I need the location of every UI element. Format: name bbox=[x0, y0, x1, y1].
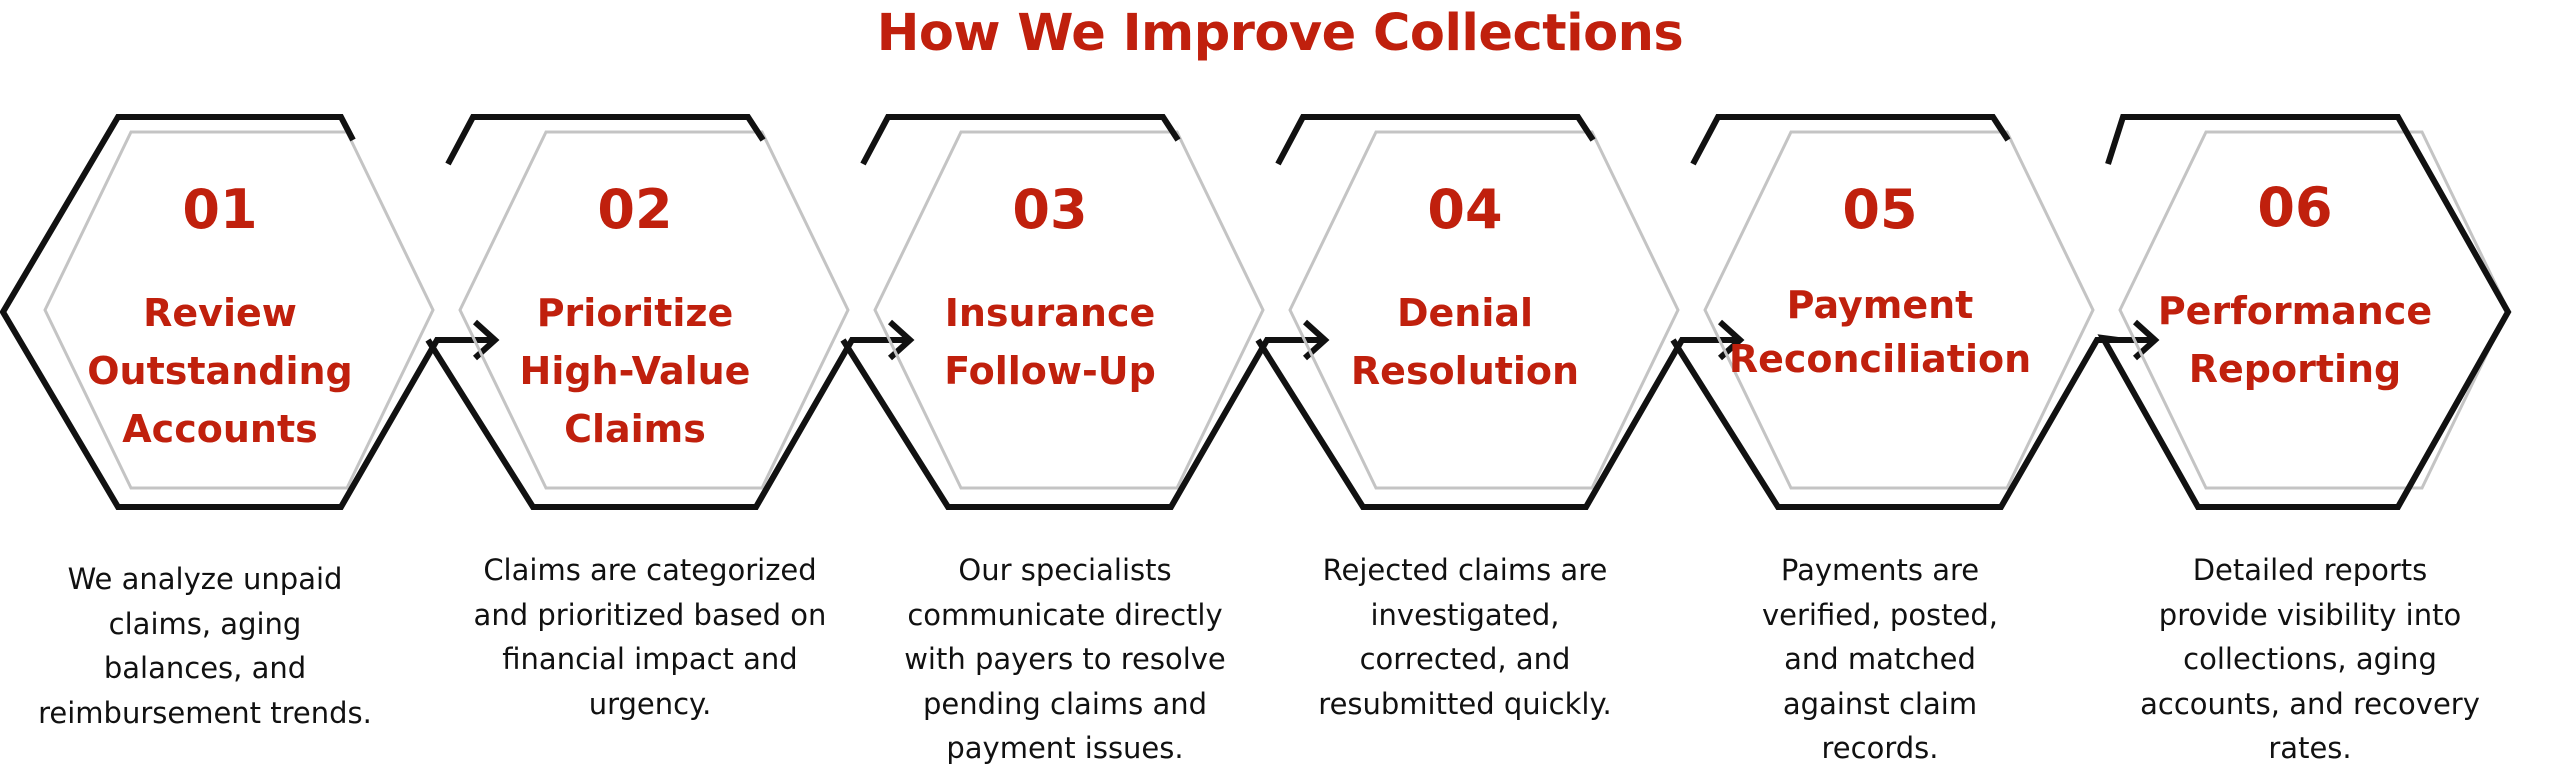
step-6-inner-outline bbox=[2118, 130, 2510, 490]
step-1-number: 01 bbox=[182, 178, 258, 241]
step-5-number: 05 bbox=[1842, 178, 1918, 241]
step-2-description: Claims are categorized and prioritized b… bbox=[473, 553, 827, 721]
step-6-text: 06 Performance Reporting bbox=[2105, 178, 2485, 398]
step-1-description: We analyze unpaid claims, aging balances… bbox=[38, 562, 372, 730]
step-3-description: Our specialists communicate directly wit… bbox=[904, 553, 1226, 765]
step-4-number: 04 bbox=[1427, 178, 1503, 241]
step-3-inner-outline bbox=[873, 130, 1265, 490]
step-3-text: 03 Insurance Follow-Up bbox=[860, 180, 1240, 400]
step-5-label: Payment Reconciliation bbox=[1728, 283, 2032, 381]
step-2-inner-outline bbox=[458, 130, 850, 490]
step-4-text: 04 Denial Resolution bbox=[1275, 180, 1655, 400]
step-4-inner-outline bbox=[1288, 130, 1680, 490]
step-5-inner-outline bbox=[1703, 130, 2095, 490]
step-1-label: Review Outstanding Accounts bbox=[87, 291, 353, 451]
step-5-text: 05 Payment Reconciliation bbox=[1690, 180, 2070, 386]
step-6-label: Performance Reporting bbox=[2157, 289, 2433, 391]
step-5-description: Payments are verified, posted, and match… bbox=[1761, 553, 1999, 765]
step-6-description: Detailed reports provide visibility into… bbox=[2140, 553, 2480, 765]
step-4-description: Rejected claims are investigated, correc… bbox=[1318, 553, 1612, 721]
step-2-text: 02 Prioritize High-Value Claims bbox=[445, 180, 825, 458]
step-4-hexagon bbox=[1255, 114, 1745, 510]
step-1-outline bbox=[0, 114, 493, 510]
step-3-number: 03 bbox=[1012, 178, 1088, 241]
step-2-label: Prioritize High-Value Claims bbox=[519, 291, 751, 451]
step-2-number: 02 bbox=[597, 178, 673, 241]
step-2-outline bbox=[425, 114, 908, 510]
step-4-label: Denial Resolution bbox=[1350, 291, 1580, 393]
step-1-text: 01 Review Outstanding Accounts bbox=[30, 180, 410, 458]
step-6-hexagon bbox=[2097, 114, 2512, 510]
step-3-outline bbox=[840, 114, 1323, 510]
page-title: How We Improve Collections bbox=[876, 4, 1684, 63]
step-4-outline bbox=[1255, 114, 1738, 510]
step-3-label: Insurance Follow-Up bbox=[944, 291, 1156, 393]
step-6-outline bbox=[2097, 114, 2512, 510]
step-6-number: 06 bbox=[2257, 176, 2333, 239]
